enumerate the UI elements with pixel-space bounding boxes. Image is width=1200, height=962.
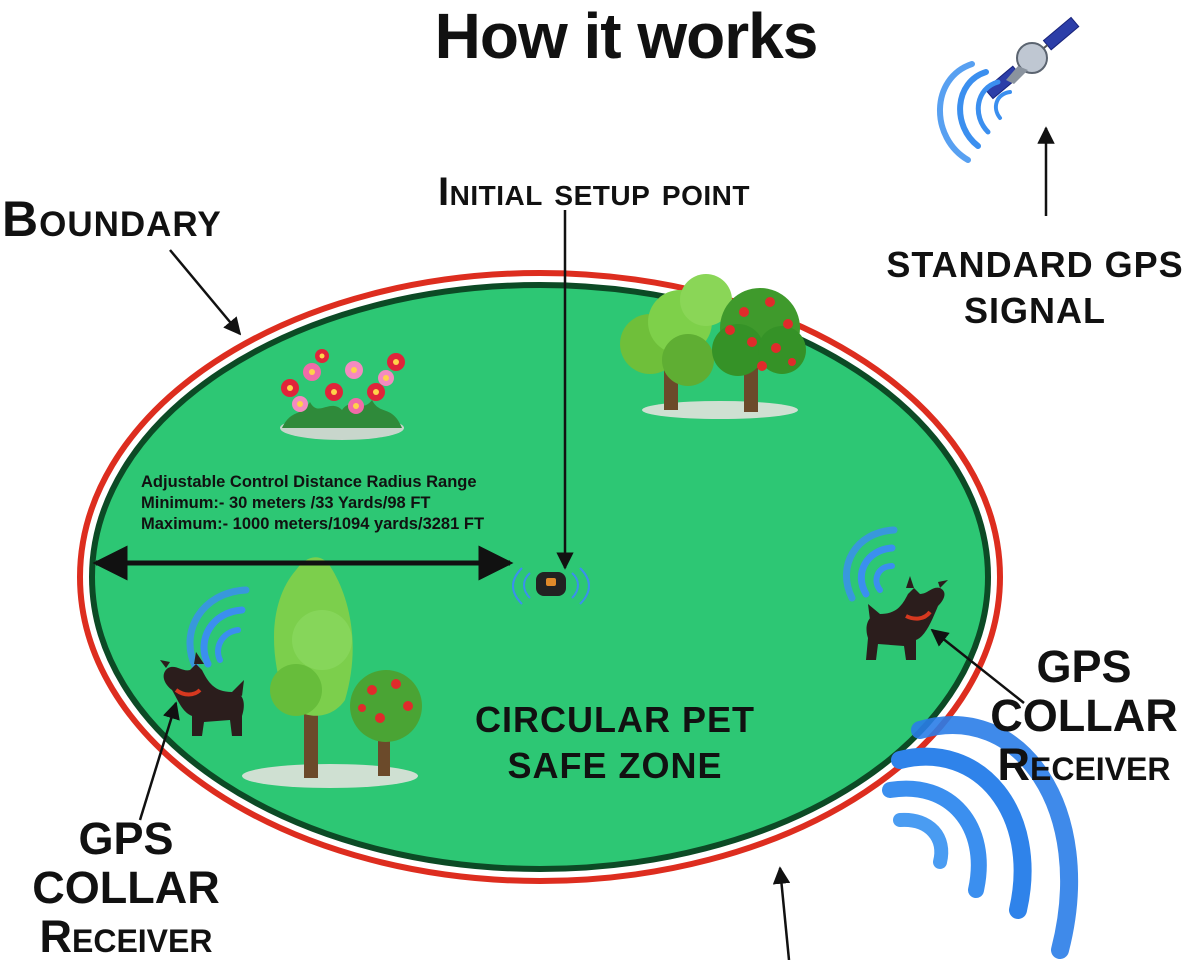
radius-range-heading: Adjustable Control Distance Radius Range [141,473,477,491]
apple-tree-icon [712,288,806,412]
collar-right-arrow [930,628,1025,704]
signal-waves-icon [186,586,250,672]
apple-tree-icon [350,670,422,776]
standard-gps-signal-label: STANDARD GPS SIGNAL [886,244,1184,331]
satellite-icon [984,16,1080,100]
bottom-arrow [772,866,791,960]
signal-waves-icon [843,526,898,602]
tree-icon [242,557,418,788]
tree-icon [620,274,798,419]
safe-zone-label: CIRCULAR PET SAFE ZONE [475,699,755,786]
gps-base-unit-icon [512,567,590,605]
page-title: How it works [434,0,819,72]
signal-waves-icon [937,61,1012,163]
radius-range-minimum: Minimum:- 30 meters /33 Yards/98 FT [141,494,431,512]
boundary-arrow [169,249,242,336]
initial-setup-point-label: Initial setup point [438,170,750,214]
collar-left-arrow [138,701,180,821]
dog-icon [160,652,244,736]
boundary-label: Boundary [2,191,222,247]
boundary-ring [77,270,1003,884]
flower-bush-icon [280,349,405,440]
radius-range-note: Adjustable Control Distance Radius Range… [141,472,484,535]
signal-waves-icon [882,716,1078,959]
radius-range-maximum: Maximum:- 1000 meters/1094 yards/3281 FT [141,515,485,533]
collar-receiver-label-left: GPS COLLAR Receiver [32,813,220,962]
collar-receiver-label-right: GPS COLLAR Receiver [990,641,1178,790]
dog-icon [866,576,948,660]
